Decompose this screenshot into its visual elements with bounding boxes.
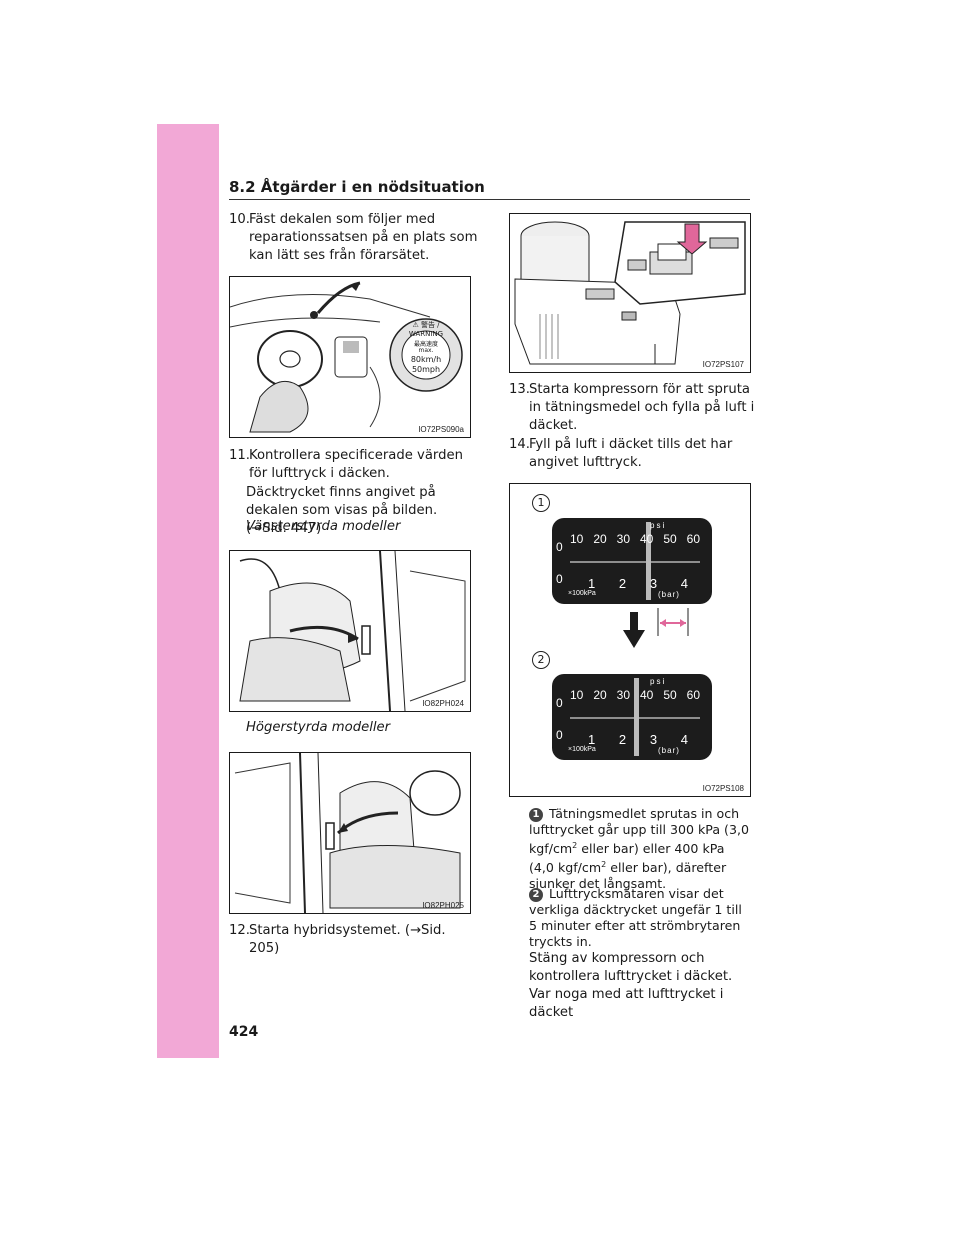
psi-tick: 30 xyxy=(616,532,631,546)
lhd-seat-illustration xyxy=(239,551,466,711)
note-1-text-b: eller bar) eller 400 kPa (4,0 kgf/cm xyxy=(529,841,725,876)
decal-warning-text: ⚠ 警告 / WARNING xyxy=(408,321,444,338)
figure-code: IO82PH024 xyxy=(422,699,464,708)
step-number: 14. xyxy=(509,437,530,452)
step-text: Fäst dekalen som följer med reparationss… xyxy=(249,212,478,263)
step-13: 13. Starta kompressorn för att spruta in… xyxy=(509,381,759,435)
note-1-badge: 1 xyxy=(529,808,543,822)
note-1-text-a: Tätningsmedlet sprutas in och lufttrycke… xyxy=(529,806,749,857)
kpa-tick: 4 xyxy=(680,576,688,591)
side-tab-bar xyxy=(157,124,219,1058)
psi-tick: 60 xyxy=(686,688,700,702)
psi-tick: 40 xyxy=(639,688,654,702)
psi-tick: 20 xyxy=(593,688,607,702)
kpa-tick: 1 xyxy=(588,576,596,591)
note-2-text: Lufttrycksmätaren visar det verkliga däc… xyxy=(529,886,742,949)
figure-code: IO72PS107 xyxy=(702,360,744,369)
step-11-note: Däcktrycket finns angivet på dekalen som… xyxy=(246,485,438,536)
psi-tick: 60 xyxy=(686,532,700,546)
rhd-label: Högerstyrda modeller xyxy=(246,720,391,735)
gauge1-zero-kpa: 0 xyxy=(556,572,563,586)
gauge2-psi-scale: 10 20 30 40 50 60 xyxy=(570,688,700,702)
psi-tick: 50 xyxy=(663,688,677,702)
step-text: Fyll på luft i däcket tills det har angi… xyxy=(529,437,733,470)
step-number: 11. xyxy=(229,448,250,463)
step-text: Starta hybridsystemet. (→Sid. 205) xyxy=(249,923,446,956)
decal-speed-label: 最高速度 xyxy=(413,341,438,348)
gauge2-zero-psi: 0 xyxy=(556,696,563,710)
gauge2-zero-kpa: 0 xyxy=(556,728,563,742)
lhd-label: Vänsterstyrda modeller xyxy=(246,519,401,534)
gauge1-kpa-scale: 1 2 3 4 xyxy=(588,576,688,591)
gauge2-bar-label: (bar) xyxy=(658,746,680,755)
figure-code: IO72PS090a xyxy=(418,425,464,434)
paragraph-check-pressure: Var noga med att lufttrycket i däcket xyxy=(529,987,724,1020)
psi-tick: 20 xyxy=(593,532,607,546)
gauge2-unit: ×100kPa xyxy=(568,746,596,753)
rhd-seat-illustration xyxy=(234,753,461,913)
kpa-tick: 2 xyxy=(618,576,627,591)
section-title: 8.2 Åtgärder i en nödsituation xyxy=(229,178,485,196)
page-number: 424 xyxy=(229,1024,259,1040)
warning-decal-icon xyxy=(389,318,463,392)
paragraph-turn-off: Stäng av kompressorn och kontrollera luf… xyxy=(529,951,733,984)
gauge1-psi-scale: 10 20 30 40 50 60 xyxy=(570,532,700,546)
gauge-diagram xyxy=(552,518,712,760)
psi-tick: 10 xyxy=(570,532,584,546)
gauge1-bar-label: (bar) xyxy=(658,590,680,599)
superscript: 2 xyxy=(572,841,578,850)
kpa-tick: 1 xyxy=(588,732,596,747)
step-11: 11. Kontrollera specificerade värden för… xyxy=(229,447,479,483)
step-number: 12. xyxy=(229,923,250,938)
figure-dashboard-decal: ⚠ 警告 / WARNING 最高速度 max. 80km/h 50mph IO… xyxy=(229,276,471,438)
figure-pressure-gauge: 1 2 psi 10 20 30 40 50 60 0 0 1 2 3 4 ×1… xyxy=(509,483,751,797)
gauge1-unit: ×100kPa xyxy=(568,590,596,597)
step-10: 10. Fäst dekalen som följer med reparati… xyxy=(229,211,479,265)
note-2-badge: 2 xyxy=(529,888,543,902)
figure-compressor: IO72PS107 xyxy=(509,213,751,373)
gauge1-zero-psi: 0 xyxy=(556,540,563,554)
gauge2-psi-label: psi xyxy=(650,677,667,686)
section-divider xyxy=(229,199,750,200)
figure-code: IO72PS108 xyxy=(702,784,744,793)
decal-max: max. xyxy=(418,347,434,354)
note-1-text-c: eller bar), därefter sjunker det långsam… xyxy=(529,860,727,892)
callout-1: 1 xyxy=(532,494,550,512)
kpa-tick: 3 xyxy=(649,576,658,591)
step-number: 13. xyxy=(509,382,530,397)
kpa-tick: 4 xyxy=(680,732,688,747)
superscript: 2 xyxy=(601,860,607,870)
psi-tick: 50 xyxy=(663,532,677,546)
kpa-tick: 2 xyxy=(618,732,627,747)
decal-kmh: 80km/h xyxy=(410,355,442,364)
figure-code: IO82PH025 xyxy=(422,901,464,910)
figure-lhd-door-pillar: IO82PH024 xyxy=(229,550,471,712)
kpa-tick: 3 xyxy=(649,732,658,747)
psi-tick: 40 xyxy=(639,532,654,546)
callout-2: 2 xyxy=(532,651,550,669)
psi-tick: 30 xyxy=(616,688,631,702)
step-12: 12. Starta hybridsystemet. (→Sid. 205) xyxy=(229,922,479,958)
decal-mph: 50mph xyxy=(411,365,441,374)
gauge2-kpa-scale: 1 2 3 4 xyxy=(588,732,688,747)
compressor-illustration xyxy=(514,221,746,365)
step-text: Kontrollera specificerade värden för luf… xyxy=(249,448,463,481)
gauge1-psi-label: psi xyxy=(650,521,667,530)
dashboard-illustration xyxy=(230,281,431,433)
figure-rhd-door-pillar: IO82PH025 xyxy=(229,752,471,914)
step-text: Starta kompressorn för att spruta in tät… xyxy=(529,382,755,433)
step-number: 10. xyxy=(229,212,250,227)
psi-tick: 10 xyxy=(570,688,584,702)
step-14: 14. Fyll på luft i däcket tills det har … xyxy=(509,436,759,472)
